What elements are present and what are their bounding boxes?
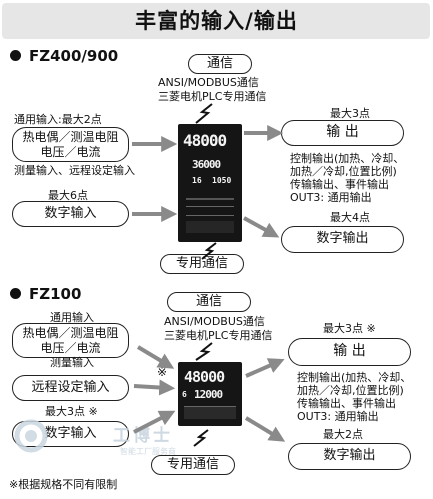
- fz400-sv-display: 36000: [192, 158, 221, 171]
- fz400-input-extra: 测量输入、远程设定输入: [14, 164, 135, 177]
- fz100-output-desc-line: OUT3: 通用输出: [297, 410, 379, 423]
- fz400-output-desc-line: OUT3: 通用输出: [290, 191, 372, 204]
- bullet-icon: [10, 50, 21, 61]
- fz100-input-caption: 通用输入: [50, 311, 94, 324]
- fz400-input-line1: 热电偶／测温电阻: [22, 130, 119, 144]
- fz100-comm-desc-2: 三菱电机PLC专用通信: [164, 329, 273, 342]
- arrow-digital-in-to-fz100: [133, 410, 176, 434]
- watermark-subtitle: 智能工厂服务商: [120, 447, 176, 456]
- fz100-input-line1: 热电偶／测温电阻: [22, 326, 119, 340]
- fz400-input-box: 热电偶／测温电阻 电压／电流: [12, 127, 129, 162]
- lightning-icon-fz400-bottom: [201, 242, 217, 260]
- arrow-remote-to-fz100: [133, 379, 176, 396]
- title-bar: [2, 3, 430, 39]
- fz100-digital-out-caption: 最大2点: [323, 428, 363, 441]
- fz100-comm-desc-1: ANSI/MODBUS通信: [164, 315, 265, 328]
- fz100-output-desc-line: 加热／冷却,位置比例): [297, 384, 404, 397]
- section-heading-fz100: FZ100: [10, 285, 81, 303]
- fz400-button-row: [186, 206, 234, 216]
- fz400-special-comm-box: 专用通信: [160, 254, 244, 274]
- fz100-special-comm-box: 专用通信: [151, 455, 235, 475]
- lightning-icon-fz100-bottom: [193, 429, 209, 447]
- watermark-logo-text: 工博士: [113, 426, 173, 446]
- lightning-icon-fz100-top: [195, 342, 213, 361]
- bullet-icon: [10, 288, 21, 299]
- lightning-icon-fz400-top: [195, 103, 213, 124]
- fz100-output-desc-line: 控制输出(加热、冷却、: [297, 371, 412, 384]
- section-heading-fz400: FZ400/900: [10, 47, 118, 65]
- fz400-small-a-display: 16: [192, 176, 202, 185]
- fz400-input-caption: 通用输入:最大2点: [14, 113, 102, 126]
- fz400-divider: [186, 198, 234, 200]
- fz400-output-box: 输 出: [281, 120, 404, 146]
- arrow-fz100-to-output: [245, 358, 285, 378]
- fz100-remote-box: 远程设定输入: [12, 375, 129, 401]
- fz400-comm-desc-1: ANSI/MODBUS通信: [158, 76, 259, 89]
- fz100-input-extra: 测量输入: [50, 356, 94, 369]
- arrow-fz400-to-digital-out: [243, 216, 280, 238]
- fz100-digital-in-caption: 最大3点 ※: [45, 405, 98, 418]
- fz400-digital-out-box: 数字输出: [281, 226, 404, 253]
- watermark-logo: 工博士 智能工厂服务商: [8, 413, 178, 473]
- arrow-fz100-to-digital-out: [244, 416, 286, 442]
- footnote: ※根据规格不同有限制: [9, 478, 118, 491]
- fz400-output-desc-line: 加热／冷却,位置比例): [290, 165, 397, 178]
- fz400-pv-display: 48000: [183, 131, 227, 150]
- fz100-small-a-display: 6: [182, 390, 187, 399]
- arrow-input-to-fz100: [136, 345, 175, 369]
- fz100-key-panel: [184, 406, 236, 419]
- fz100-output-desc: 控制输出(加热、冷却、 加热／冷却,位置比例) 传输输出、事件输出 OUT3: …: [297, 371, 433, 423]
- fz400-output-desc: 控制输出(加热、冷却、 加热／冷却,位置比例) 传输输出、事件输出 OUT3: …: [290, 152, 433, 204]
- fz400-output-caption: 最大3点: [330, 107, 370, 120]
- fz100-sv-display: 12000: [194, 388, 223, 401]
- fz400-key-panel: [186, 221, 234, 233]
- fz100-controller-image: 48000 6 12000: [178, 362, 242, 426]
- fz100-remote-note-mark: ※: [157, 365, 168, 379]
- fz100-output-desc-line: 传输输出、事件输出: [297, 397, 396, 410]
- fz100-output-caption: 最大3点 ※: [323, 322, 376, 335]
- fz400-comm-desc-2: 三菱电机PLC专用通信: [158, 90, 267, 103]
- fz400-controller-image: 48000 36000 16 1050: [178, 124, 242, 242]
- fz100-heading-label: FZ100: [29, 285, 82, 303]
- fz400-heading-label: FZ400/900: [29, 47, 119, 65]
- fz100-output-box: 输 出: [288, 338, 411, 366]
- fz100-input-box: 热电偶／测温电阻 电压／电流: [12, 323, 129, 358]
- fz400-output-desc-line: 控制输出(加热、冷却、: [290, 152, 405, 165]
- fz400-digital-out-caption: 最大4点: [330, 211, 370, 224]
- fz400-digital-in-box: 数字输入: [12, 201, 129, 227]
- watermark-gear-icon: [14, 419, 48, 453]
- fz100-comm-box: 通信: [167, 292, 251, 312]
- fz100-input-line2: 电压／电流: [40, 341, 101, 355]
- fz400-input-line2: 电压／电流: [40, 145, 101, 159]
- page-title: 丰富的输入/输出: [135, 9, 298, 33]
- fz100-pv-display: 48000: [184, 368, 225, 386]
- fz400-output-desc-line: 传输输出、事件输出: [290, 178, 389, 191]
- fz400-small-b-display: 1050: [212, 176, 232, 185]
- fz100-digital-out-box: 数字输出: [288, 443, 411, 470]
- fz400-comm-box: 通信: [188, 54, 252, 74]
- fz400-digital-in-caption: 最大6点: [48, 189, 88, 202]
